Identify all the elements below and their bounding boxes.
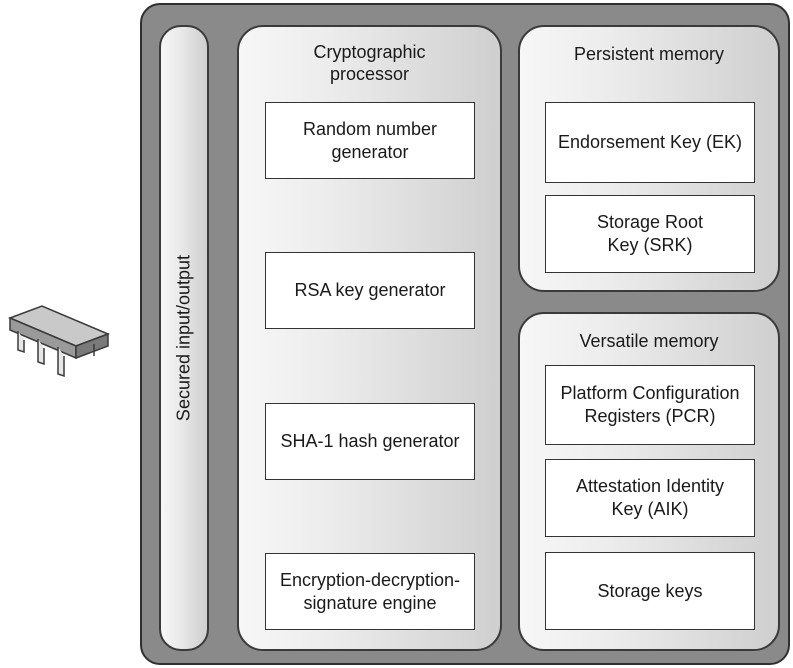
endorsement-key-box: Endorsement Key (EK) bbox=[545, 102, 755, 183]
sha1-hash-generator-box: SHA-1 hash generator bbox=[265, 403, 475, 480]
rsa-key-generator-box: RSA key generator bbox=[265, 252, 475, 329]
persistent-memory-panel: Persistent memory Endorsement Key (EK) S… bbox=[518, 25, 780, 292]
versatile-memory-title: Versatile memory bbox=[579, 331, 719, 351]
storage-keys-box: Storage keys bbox=[545, 552, 755, 630]
random-number-generator-box: Random number generator bbox=[265, 102, 475, 179]
crypto-processor-panel: Cryptographic processor Random number ge… bbox=[237, 25, 502, 651]
crypto-processor-title: Cryptographic processor bbox=[313, 42, 426, 84]
secured-io-bar: Secured input/output bbox=[159, 25, 209, 651]
versatile-memory-panel: Versatile memory Platform Configuration … bbox=[518, 312, 780, 651]
encryption-engine-box: Encryption-decryption- signature engine bbox=[265, 553, 475, 630]
aik-box: Attestation Identity Key (AIK) bbox=[545, 459, 755, 537]
storage-root-key-box: Storage Root Key (SRK) bbox=[545, 195, 755, 273]
chip-icon bbox=[7, 305, 111, 378]
secured-io-label: Secured input/output bbox=[173, 254, 194, 422]
pcr-box: Platform Configuration Registers (PCR) bbox=[545, 365, 755, 445]
persistent-memory-title: Persistent memory bbox=[573, 44, 725, 64]
